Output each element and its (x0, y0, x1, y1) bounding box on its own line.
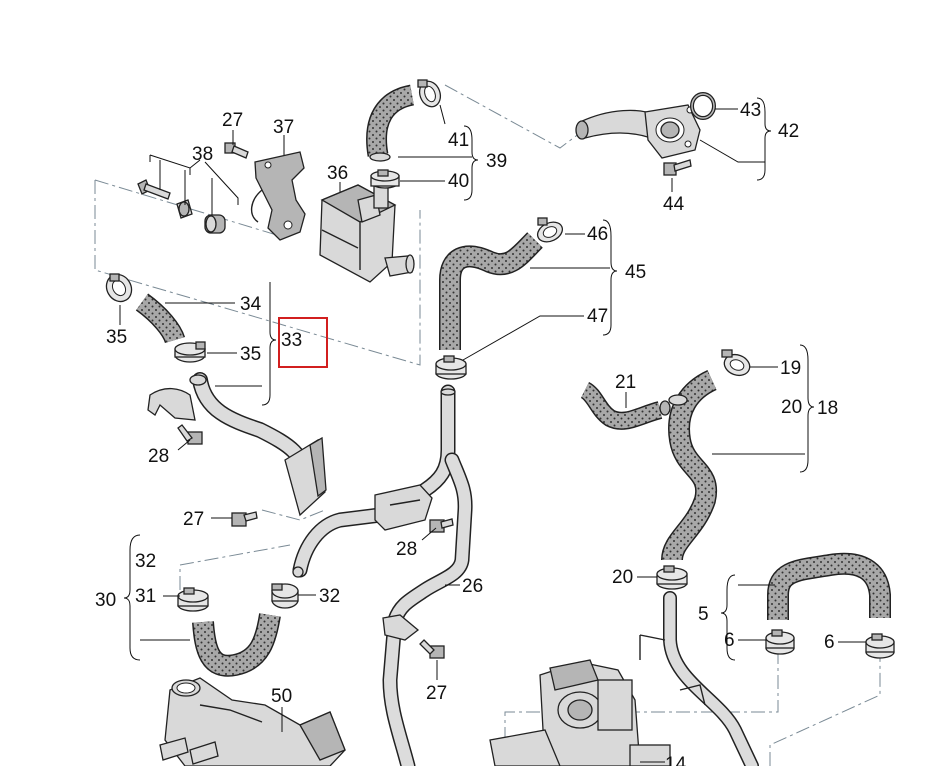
label-14: 14 (665, 754, 687, 766)
label-41: 41 (448, 130, 469, 151)
label-30: 30 (95, 590, 116, 611)
bolt-28-left (177, 424, 203, 445)
clamp-6-right (865, 633, 895, 659)
clamp-19 (721, 349, 751, 377)
bolt-27-top (224, 142, 249, 159)
label-36: 36 (327, 163, 348, 184)
label-50: 50 (271, 686, 292, 707)
label-46: 46 (587, 224, 608, 245)
label-18: 18 (817, 398, 838, 419)
label-35-bottom: 35 (240, 344, 261, 365)
label-26: 26 (462, 576, 483, 597)
label-31: 31 (135, 586, 156, 607)
label-34: 34 (240, 294, 262, 315)
label-19: 19 (780, 358, 801, 379)
leader-lines (119, 97, 866, 763)
label-5: 5 (698, 604, 709, 625)
label-27-top: 27 (222, 110, 243, 131)
bolt-27-mid (231, 511, 258, 527)
part-number-labels: 27 37 38 36 41 39 40 43 42 44 46 45 47 3… (95, 100, 838, 766)
hose-45 (439, 232, 543, 350)
highlight-box (278, 317, 328, 368)
label-35-top: 35 (106, 327, 127, 348)
label-20-lower: 20 (612, 567, 633, 588)
bracket-37 (251, 151, 306, 241)
label-40: 40 (448, 171, 469, 192)
clamp-40 (370, 169, 400, 189)
hose-20 (661, 369, 718, 562)
label-28-left: 28 (148, 446, 169, 467)
coolant-pipe-lower-right (639, 591, 759, 766)
label-39: 39 (486, 151, 507, 172)
hose-34 (135, 293, 186, 344)
label-33: 33 (281, 330, 302, 351)
label-20-upper: 20 (781, 397, 802, 418)
label-6-right: 6 (824, 632, 835, 653)
label-45: 45 (625, 262, 646, 283)
clamp-32 (271, 583, 299, 609)
label-38: 38 (192, 144, 213, 165)
pump-36 (319, 174, 415, 283)
label-32-right: 32 (319, 586, 340, 607)
coolant-pipe-33 (147, 372, 327, 517)
clamp-46 (536, 217, 564, 243)
label-44: 44 (663, 194, 685, 215)
hose-21 (580, 381, 671, 430)
o-ring-43 (690, 92, 716, 120)
clamp-6-left (765, 629, 795, 655)
clamp-35-top (105, 273, 133, 303)
clamp-20 (656, 565, 688, 590)
label-28-center: 28 (396, 539, 417, 560)
hose-39 (366, 84, 415, 162)
grommet-38 (204, 214, 226, 234)
bolt-44 (663, 159, 692, 176)
label-42: 42 (778, 121, 799, 142)
coolant-flange-42 (575, 104, 701, 159)
egr-valve-14 (489, 659, 671, 766)
bolt-27-bottom (419, 639, 445, 659)
coolant-pipe-26 (292, 384, 473, 766)
label-43: 43 (740, 100, 761, 121)
label-21: 21 (615, 372, 636, 393)
bolt-28-center (429, 518, 454, 533)
clamp-35-bottom (174, 341, 206, 363)
label-27-bottom: 27 (426, 683, 447, 704)
label-47: 47 (587, 306, 608, 327)
clamp-41 (417, 79, 442, 108)
clamp-31 (177, 587, 209, 612)
clamp-47 (435, 355, 467, 380)
label-32-top: 32 (135, 551, 156, 572)
bushing-38 (176, 199, 193, 219)
label-27-mid: 27 (183, 509, 204, 530)
hose-30 (192, 613, 281, 677)
hose-5 (767, 552, 891, 620)
bolt-38 (137, 179, 171, 200)
label-37: 37 (273, 117, 294, 138)
label-6-left: 6 (724, 630, 735, 651)
coolant-housing-50 (159, 677, 346, 766)
